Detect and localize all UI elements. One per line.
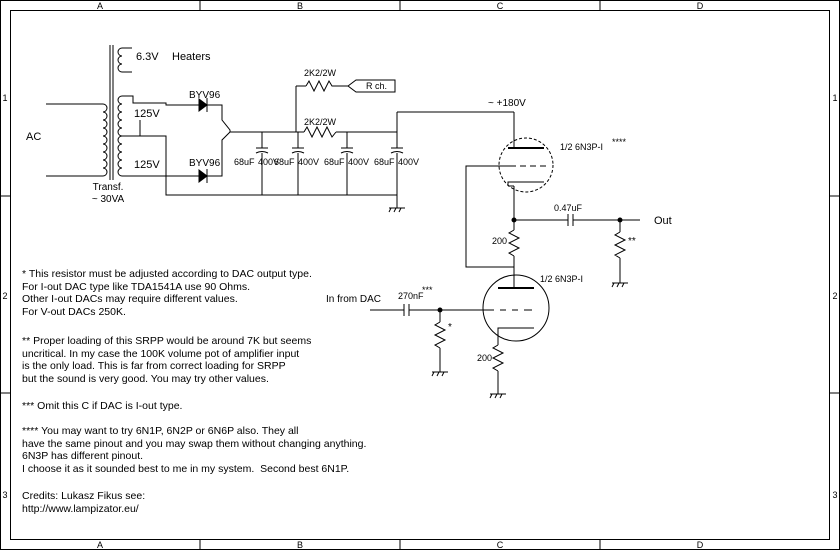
resistor-r-channel-label: 2K2/2W	[304, 68, 337, 78]
input-cap-mark: ***	[422, 285, 433, 295]
col-label-d-bottom: D	[697, 540, 704, 550]
col-label-b-top: B	[297, 1, 303, 11]
input-resistor-mark: *	[448, 322, 452, 333]
resistor-200-bottom-label: 200	[477, 353, 492, 363]
credits: Credits: Lukasz Fikus see: http://www.la…	[22, 490, 146, 515]
col-label-c-bottom: C	[497, 540, 504, 550]
col-label-a-bottom: A	[97, 540, 103, 550]
transformer	[102, 45, 123, 180]
b-plus-rail	[230, 85, 515, 148]
secondary-bottom-voltage-label: 125V	[134, 159, 160, 171]
diode-top-label: BYV96	[189, 90, 221, 101]
row-label-3-left: 3	[2, 490, 7, 500]
cap1-voltage: 400V	[258, 157, 279, 167]
cap2-voltage: 400V	[298, 157, 319, 167]
resistor-200-top-label: 200	[492, 236, 507, 246]
filter-capacitors	[255, 132, 404, 195]
row-label-2-right: 2	[832, 291, 837, 301]
row-label-1-left: 1	[2, 93, 7, 103]
r-channel-tag	[347, 79, 396, 93]
heaters-voltage-label: 6.3V	[136, 51, 159, 63]
transformer-rating-label: ~ 30VA	[92, 194, 125, 205]
bottom-tube-wiring	[489, 332, 506, 399]
input-label: In from DAC	[326, 294, 381, 305]
top-tube-wiring	[465, 165, 568, 268]
col-label-a-top: A	[97, 1, 103, 11]
diode-bottom	[198, 131, 231, 183]
resistor-load	[611, 220, 628, 288]
capacitor-output	[567, 214, 640, 226]
row-label-2-left: 2	[2, 291, 7, 301]
cap2-value: 68uF	[274, 157, 295, 167]
tube-top-mark: ****	[612, 137, 627, 147]
tube-bottom-label: 1/2 6N3P-I	[540, 274, 583, 284]
tube-bottom	[482, 274, 550, 342]
note-resistor-adjust: * This resistor must be adjusted accordi…	[22, 268, 312, 318]
ground-psu	[388, 195, 405, 213]
cap4-value: 68uF	[374, 157, 395, 167]
heaters-label: Heaters	[172, 51, 211, 63]
output-cap-label: 0.47uF	[554, 203, 583, 213]
resistor-r-channel	[305, 79, 348, 93]
ac-label: AC	[26, 131, 41, 143]
input-cap-label: 270nF	[398, 291, 424, 301]
out-label: Out	[654, 215, 672, 227]
heater-wires	[122, 47, 132, 73]
load-resistor-mark: **	[628, 236, 636, 247]
note-omit-capacitor: *** Omit this C if DAC is I-out type.	[22, 400, 183, 412]
col-label-c-top: C	[497, 1, 504, 11]
secondary-wires	[122, 95, 397, 196]
resistor-filter	[303, 125, 337, 139]
row-label-3-right: 3	[832, 490, 837, 500]
transformer-label: Transf.	[93, 182, 124, 193]
col-label-d-top: D	[697, 1, 704, 11]
diode-bottom-label: BYV96	[189, 158, 221, 169]
col-label-b-bottom: B	[297, 540, 303, 550]
cap4-voltage: 400V	[398, 157, 419, 167]
r-channel-label: R ch.	[366, 81, 387, 91]
note-tube-alternatives: **** You may want to try 6N1P, 6N2P or 6…	[22, 425, 367, 475]
b-plus-label: ~ +180V	[488, 98, 526, 109]
diode-top	[198, 98, 231, 132]
tube-top	[498, 137, 554, 193]
tube-top-label: 1/2 6N3P-I	[560, 142, 603, 152]
input-circuit	[370, 304, 486, 377]
inner-frame	[10, 10, 830, 540]
row-label-1-right: 1	[832, 93, 837, 103]
note-srpp-loading: ** Proper loading of this SRPP would be …	[22, 335, 312, 385]
secondary-top-voltage-label: 125V	[134, 108, 160, 120]
ac-input-wires	[46, 103, 103, 177]
cap1-value: 68uF	[234, 157, 255, 167]
cap3-voltage: 400V	[348, 157, 369, 167]
cap3-value: 68uF	[324, 157, 345, 167]
resistor-filter-label: 2K2/2W	[304, 117, 337, 127]
resistor-200-top	[507, 217, 521, 288]
